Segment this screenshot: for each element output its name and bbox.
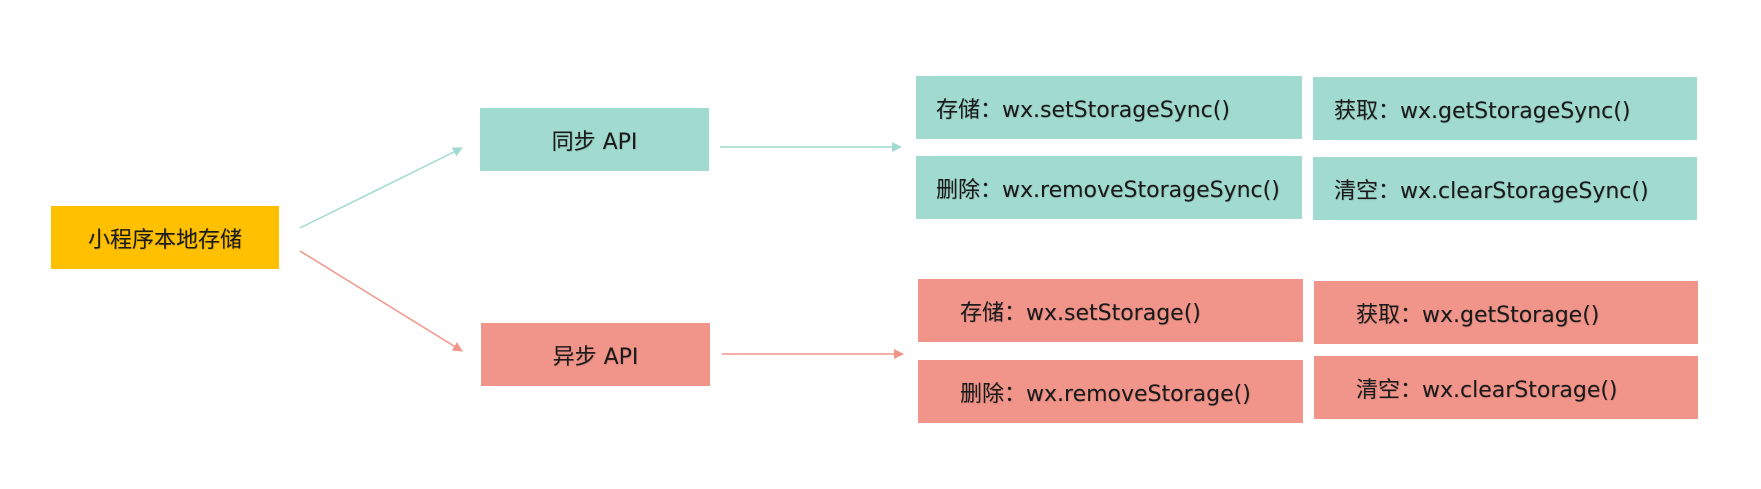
arrow-root-to-async (299, 250, 463, 352)
sync-clear-storage-label: 清空：wx.clearStorageSync() (1334, 178, 1649, 204)
async-set-storage-node: 存储：wx.setStorage() (918, 279, 1303, 342)
async-clear-storage-node: 清空：wx.clearStorage() (1314, 356, 1698, 419)
sync-api-node: 同步 API (480, 108, 709, 171)
async-api-node: 异步 API (481, 323, 710, 386)
sync-set-storage-node: 存储：wx.setStorageSync() (916, 76, 1302, 139)
sync-set-storage-label: 存储：wx.setStorageSync() (936, 97, 1230, 123)
async-get-storage-label: 获取：wx.getStorage() (1356, 302, 1600, 328)
arrow-root-to-sync (299, 147, 463, 229)
async-remove-storage-node: 删除：wx.removeStorage() (918, 360, 1303, 423)
sync-remove-storage-label: 删除：wx.removeStorageSync() (936, 177, 1280, 203)
async-remove-storage-label: 删除：wx.removeStorage() (960, 381, 1251, 407)
sync-get-storage-node: 获取：wx.getStorageSync() (1313, 77, 1697, 140)
async-api-label: 异步 API (552, 344, 639, 370)
async-get-storage-node: 获取：wx.getStorage() (1314, 281, 1698, 344)
root-node-label: 小程序本地存储 (87, 227, 242, 253)
sync-api-label: 同步 API (551, 129, 638, 155)
root-node: 小程序本地存储 (51, 206, 279, 269)
sync-get-storage-label: 获取：wx.getStorageSync() (1334, 98, 1631, 124)
async-set-storage-label: 存储：wx.setStorage() (960, 300, 1201, 326)
sync-clear-storage-node: 清空：wx.clearStorageSync() (1313, 157, 1697, 220)
sync-remove-storage-node: 删除：wx.removeStorageSync() (916, 156, 1302, 219)
async-clear-storage-label: 清空：wx.clearStorage() (1356, 377, 1618, 403)
